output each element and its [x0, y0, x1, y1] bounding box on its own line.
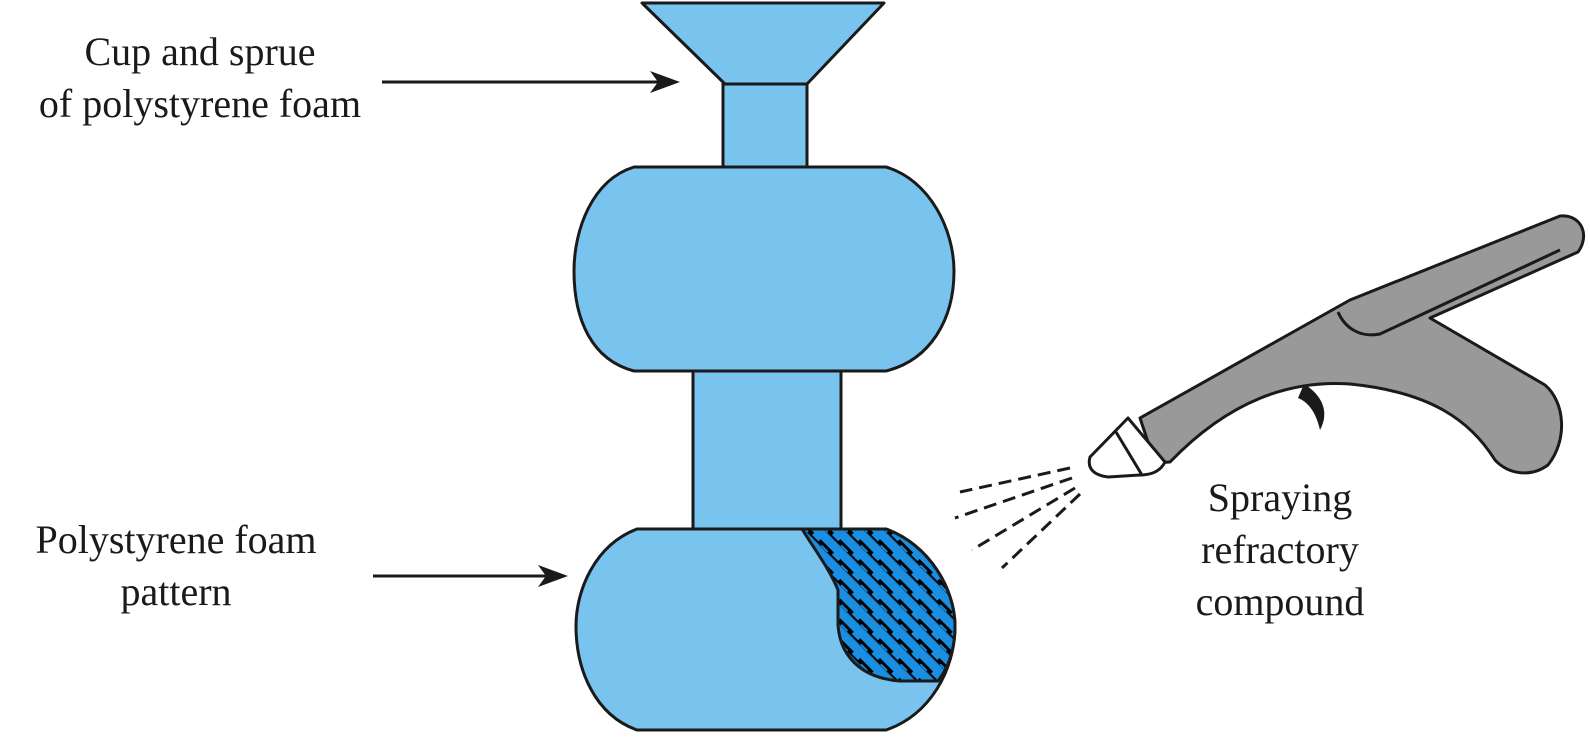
foam-pattern-label-line1: Polystyrene foam [35, 517, 317, 562]
refractory-coating [800, 527, 957, 683]
connecting-neck [691, 369, 843, 531]
foam-pattern-label: Polystyrene foam pattern [0, 514, 352, 618]
upper-barrel [572, 165, 956, 373]
arrow-right-icon [382, 71, 680, 93]
foam-pattern-label-line2: pattern [120, 569, 232, 614]
spraying-label-line3: compound [1195, 579, 1365, 624]
spraying-label: Spraying refractory compound [1150, 472, 1410, 628]
spray-gun-icon [1087, 214, 1586, 479]
spraying-label-line2: refractory [1201, 527, 1359, 572]
cup-sprue-label: Cup and sprue of polystyrene foam [0, 26, 400, 130]
spray-mist [954, 466, 1082, 570]
arrow-right-icon [373, 565, 568, 587]
sprue [721, 82, 809, 170]
spraying-label-line1: Spraying [1207, 475, 1353, 520]
cup-sprue-label-line2: of polystyrene foam [38, 81, 362, 126]
cup-sprue-label-line1: Cup and sprue [84, 29, 316, 74]
pouring-cup [640, 1, 886, 86]
